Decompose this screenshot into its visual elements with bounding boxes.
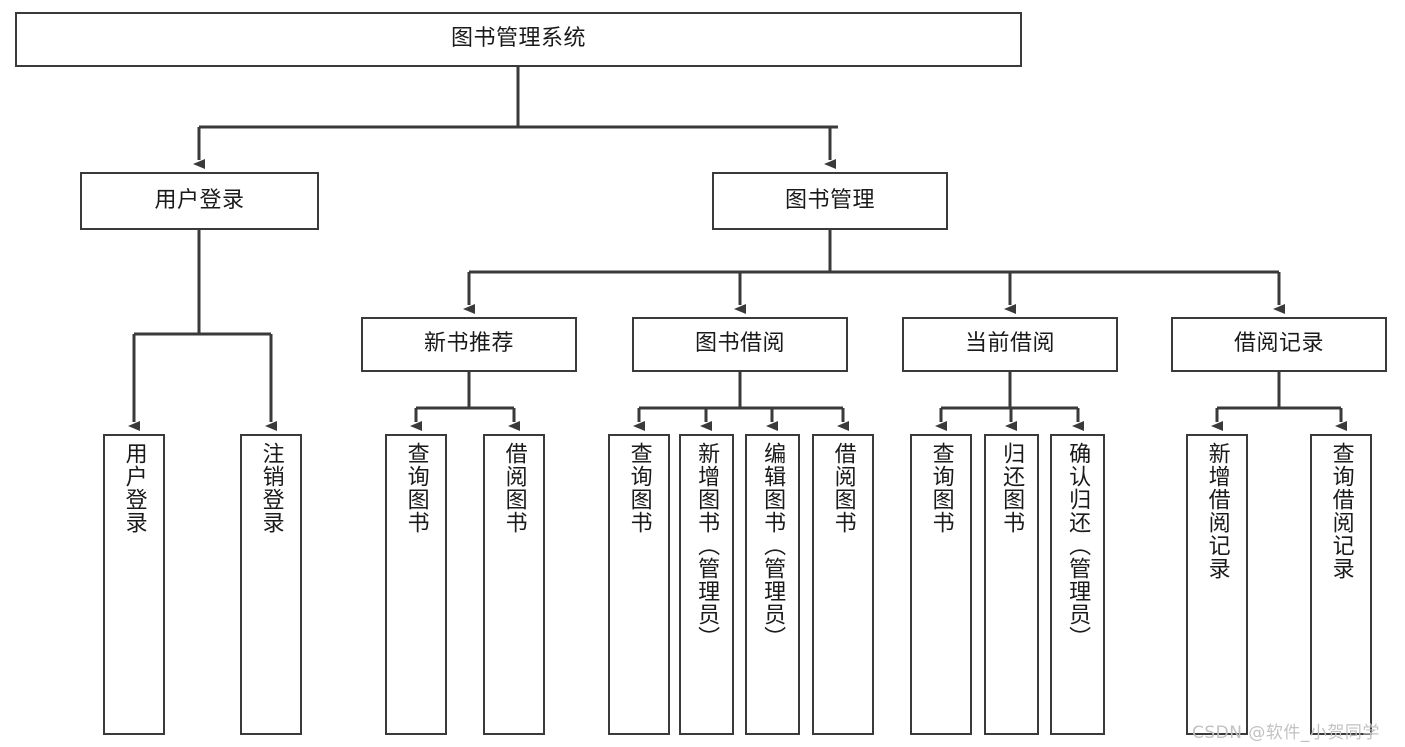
node-root-book-management-system[interactable]: 图书管理系统 — [15, 12, 1022, 67]
node-label: 查询图书 — [626, 442, 652, 534]
leaf-query-books-current[interactable]: 查询图书 — [910, 434, 972, 735]
leaf-query-borrow-record[interactable]: 查询借阅记录 — [1310, 434, 1372, 735]
edge-newbook-to-leaves — [410, 372, 520, 431]
node-label: 查询借阅记录 — [1328, 442, 1354, 580]
leaf-add-book-admin[interactable]: 新增图书（管理员） — [679, 434, 734, 735]
node-label: 查询图书 — [928, 442, 954, 534]
node-label: 查询图书 — [403, 442, 429, 534]
node-label: 新增借阅记录 — [1204, 442, 1230, 580]
leaf-return-books[interactable]: 归还图书 — [984, 434, 1039, 735]
node-label: 借阅记录 — [1233, 331, 1324, 357]
edge-root-to-level2 — [193, 67, 838, 169]
node-book-borrow[interactable]: 图书借阅 — [632, 317, 848, 372]
leaf-logout[interactable]: 注销登录 — [240, 434, 302, 735]
node-label: 图书管理 — [784, 187, 875, 213]
node-current-borrow[interactable]: 当前借阅 — [902, 317, 1118, 372]
leaf-query-books-borrow[interactable]: 查询图书 — [608, 434, 670, 735]
leaf-query-books-new[interactable]: 查询图书 — [385, 434, 447, 735]
node-label: 借阅图书 — [830, 442, 856, 534]
node-label: 用户登录 — [154, 187, 245, 213]
node-user-login[interactable]: 用户登录 — [80, 172, 319, 230]
leaf-borrow-books-new[interactable]: 借阅图书 — [483, 434, 545, 735]
edge-userlogin-to-leaves — [128, 230, 277, 431]
node-label: 注销登录 — [258, 442, 284, 534]
edge-borrow-to-leaves — [633, 372, 849, 431]
node-label: 编辑图书（管理员） — [760, 442, 786, 649]
edge-records-to-leaves — [1211, 372, 1347, 431]
leaf-edit-book-admin[interactable]: 编辑图书（管理员） — [745, 434, 800, 735]
node-label: 新书推荐 — [423, 331, 514, 357]
leaf-borrow-books[interactable]: 借阅图书 — [812, 434, 874, 735]
leaf-user-login[interactable]: 用户登录 — [103, 434, 165, 735]
edge-bookmgmt-to-level3 — [463, 230, 1285, 314]
node-new-book-recommend[interactable]: 新书推荐 — [361, 317, 577, 372]
node-label: 图书借阅 — [694, 331, 785, 357]
node-borrow-records[interactable]: 借阅记录 — [1171, 317, 1387, 372]
node-label: 新增图书（管理员） — [694, 442, 720, 649]
leaf-add-borrow-record[interactable]: 新增借阅记录 — [1186, 434, 1248, 735]
leaf-confirm-return-admin[interactable]: 确认归还（管理员） — [1050, 434, 1105, 735]
node-book-management[interactable]: 图书管理 — [712, 172, 948, 230]
node-label: 当前借阅 — [964, 331, 1055, 357]
node-label: 归还图书 — [999, 442, 1025, 534]
csdn-watermark: CSDN @软件_小贺同学 — [1192, 723, 1380, 743]
node-label: 图书管理系统 — [450, 26, 586, 52]
node-label: 确认归还（管理员） — [1065, 442, 1091, 649]
node-label: 借阅图书 — [501, 442, 527, 534]
edge-current-to-leaves — [935, 372, 1084, 431]
node-label: 用户登录 — [121, 442, 147, 534]
